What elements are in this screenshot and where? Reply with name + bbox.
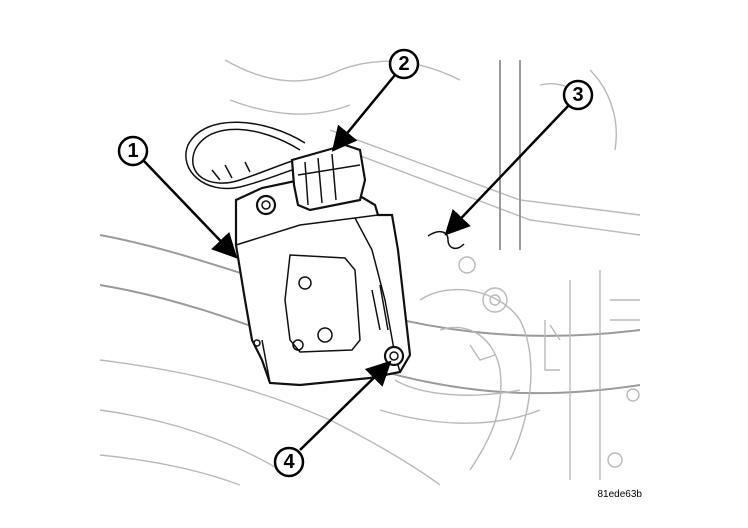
wiring-harness (185, 121, 311, 190)
figure-code: 81ede63b (597, 489, 643, 500)
leader-lines (142, 74, 571, 451)
callout-1: 1 (117, 135, 149, 167)
callout-4: 4 (273, 446, 305, 478)
mounting-screws (255, 194, 405, 367)
svg-text:1: 1 (127, 140, 138, 162)
svg-text:2: 2 (398, 53, 409, 75)
svg-text:3: 3 (572, 84, 583, 106)
background-structure (99, 59, 641, 486)
door-shaft-mark (427, 230, 465, 250)
callout-2: 2 (388, 48, 420, 80)
svg-text:4: 4 (283, 451, 295, 473)
callout-3: 3 (562, 79, 594, 111)
electrical-connector (290, 143, 367, 212)
